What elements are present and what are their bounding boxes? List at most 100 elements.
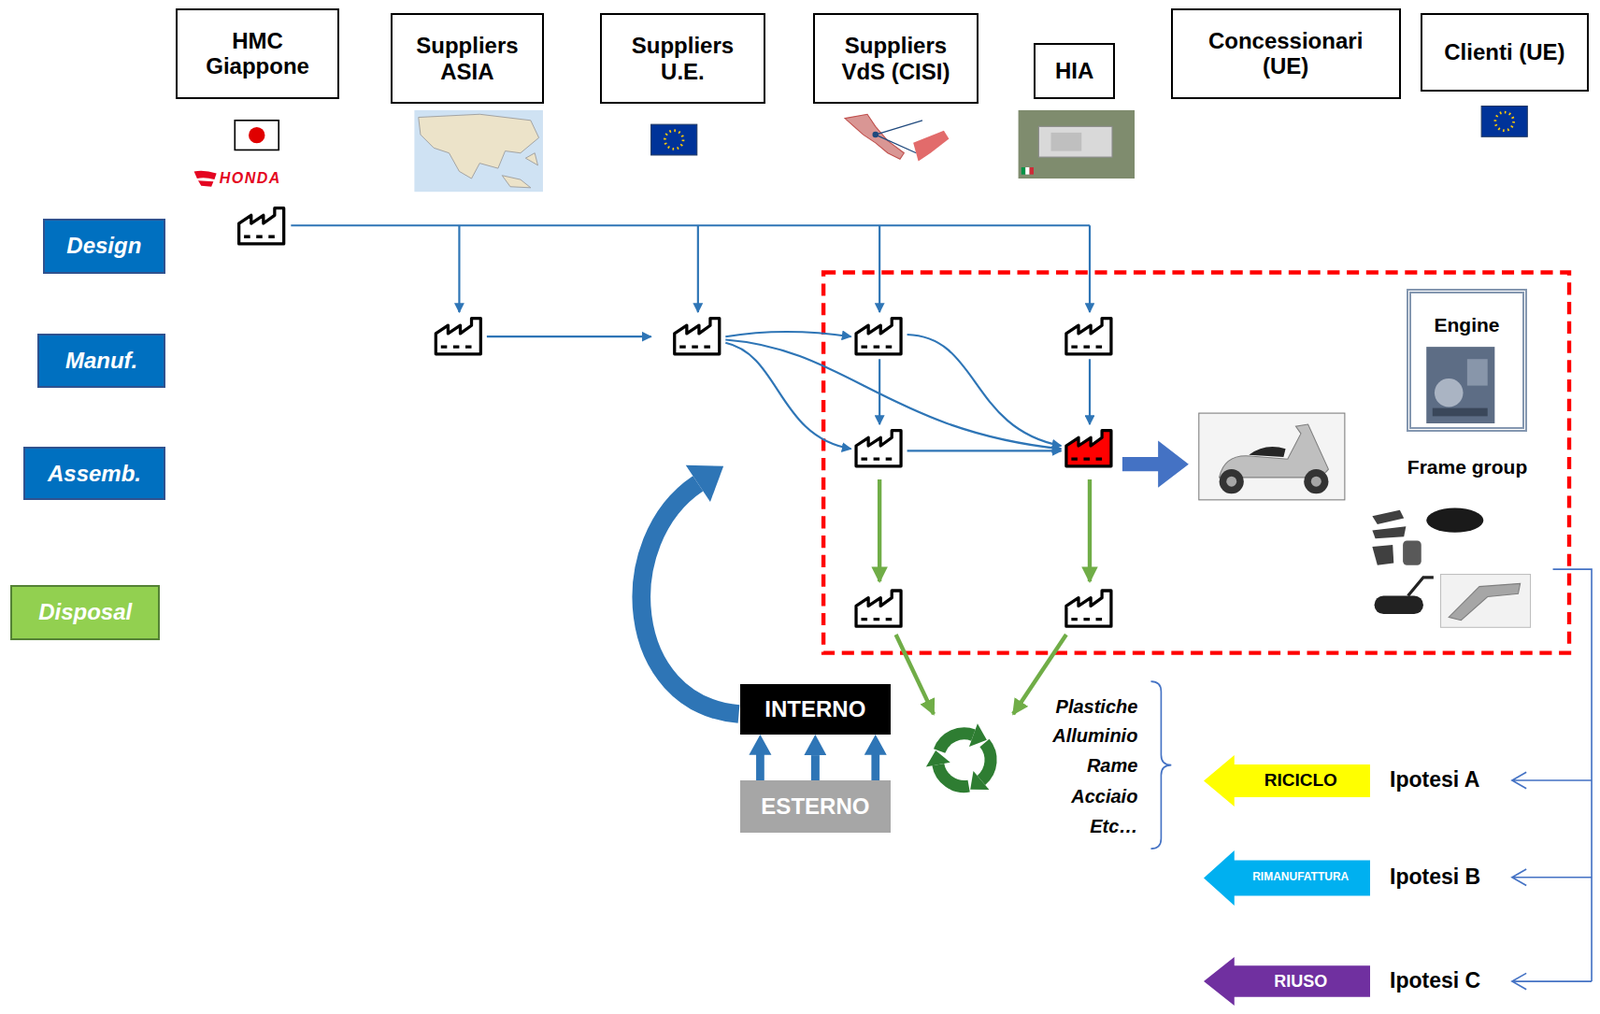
scooter-hub [1226, 476, 1237, 487]
factory-icon [239, 208, 285, 244]
node-text: Design [66, 232, 142, 259]
factory-icon [1066, 318, 1112, 355]
scooter-body [1219, 424, 1329, 478]
supplier-box: Suppliers ASIA [390, 13, 543, 104]
disposal-arrow [877, 479, 882, 582]
arrow-fill [1203, 850, 1371, 906]
hypothesis-label: Ipotesi B [1389, 865, 1481, 889]
node-text: RIMANUFATTURA [1252, 871, 1349, 885]
dealer-box: Concessionari (UE) [1171, 8, 1401, 100]
node-text: Suppliers U.E. [614, 32, 751, 85]
map-dot [872, 131, 880, 139]
scooter-wheel [1303, 469, 1329, 494]
arrow-tag: RIMANUFATTURA [1203, 850, 1371, 906]
seat-picture [1426, 508, 1484, 533]
flow-arrow [697, 225, 700, 313]
region-map [913, 130, 949, 162]
flow-arrow [878, 225, 881, 313]
customer-box: Clienti (UE) [1420, 13, 1589, 92]
node-text: Suppliers ASIA [405, 32, 529, 85]
flow-arrow [907, 334, 1062, 446]
map-line [875, 120, 923, 135]
flow-arrow [1088, 358, 1091, 425]
flow-arrow [907, 449, 1062, 452]
factory-icon [856, 318, 901, 355]
node-text: INTERNO [764, 696, 866, 723]
company-box: HMC Giappone [175, 8, 340, 100]
engine-part [1434, 378, 1464, 408]
cover-picture [1371, 526, 1406, 539]
node-text: Disposal [38, 599, 132, 626]
factory-icon [435, 318, 481, 355]
material-label: Acciaio [1071, 785, 1138, 807]
node-text: Assemb. [47, 460, 142, 487]
engine-photo [1426, 346, 1495, 424]
plant-box: HIA [1033, 42, 1115, 100]
eu-stars [664, 130, 684, 150]
brand-logo: HONDA [219, 170, 282, 187]
supplier-box: Suppliers U.E. [600, 13, 766, 104]
label-text: Frame group [1407, 457, 1528, 479]
flow-arrow [1088, 225, 1091, 313]
flow-arrow [486, 335, 652, 338]
arrow-fill [1203, 957, 1371, 1006]
label-text: Rame [1086, 755, 1138, 776]
recycle-arrow-head [921, 746, 951, 774]
recycle-symbol [921, 723, 1009, 800]
phase-label: Manuf. [37, 333, 165, 388]
label-text: Ipotesi A [1389, 769, 1480, 793]
honda-wing [194, 171, 217, 187]
factory-icon [1066, 430, 1112, 467]
engine-part [1432, 408, 1488, 417]
japan-flag-sun [248, 127, 265, 143]
node-text: Clienti (UE) [1443, 39, 1565, 66]
supply-arrow [811, 755, 820, 781]
label-text: Plastiche [1056, 696, 1139, 717]
asia-islands [501, 153, 538, 188]
hypothesis-label: Ipotesi C [1389, 970, 1481, 994]
material-label: Plastiche [1056, 696, 1139, 717]
recycle-arrow-head [969, 723, 987, 747]
arrow-fill [1203, 755, 1371, 807]
muffler-picture [1374, 595, 1424, 615]
leader-arrow [1512, 869, 1592, 886]
output-arrow [1122, 441, 1189, 488]
phase-label: Design [42, 218, 166, 274]
recycle-arrow [939, 733, 973, 752]
asia-map [414, 110, 543, 192]
recycle-arrow-head [964, 771, 994, 799]
scooter-hub [1311, 476, 1322, 487]
map-line [875, 134, 917, 154]
arrow-tag: RIUSO [1203, 957, 1371, 1006]
phase-label: Disposal [10, 585, 161, 641]
return-arrow-head [685, 465, 724, 502]
return-arrow [641, 483, 739, 715]
node-text: ESTERNO [760, 793, 870, 820]
disposal-arrow [896, 634, 934, 715]
node-text: RICICLO [1264, 770, 1338, 791]
factory-icon [856, 430, 901, 467]
group-label: Frame group [1407, 457, 1528, 479]
label-text: Ipotesi C [1389, 970, 1481, 994]
node-text: RIUSO [1273, 971, 1328, 992]
node-text: Manuf. [65, 347, 138, 374]
italy-flag [1029, 167, 1034, 175]
flow-arrow [457, 225, 460, 313]
plant-building [1038, 126, 1113, 158]
disposal-arrow [1087, 479, 1092, 582]
hypothesis-label: Ipotesi A [1389, 769, 1480, 793]
leader-arrow [1512, 771, 1592, 788]
node-text: Suppliers VdS (CISI) [828, 32, 963, 85]
flow-arrow [725, 342, 851, 450]
factory-icon [674, 318, 720, 355]
supply-arrow [748, 734, 772, 781]
scooter-seat [1248, 446, 1286, 458]
asia-land [418, 114, 540, 179]
label-text: Acciaio [1071, 785, 1138, 807]
supply-arrow [864, 734, 887, 781]
italy-flag [1025, 167, 1029, 175]
node-text: Concessionari (UE) [1185, 28, 1386, 80]
recycle-arrow [967, 742, 1000, 782]
material-label: Rame [1086, 755, 1138, 776]
